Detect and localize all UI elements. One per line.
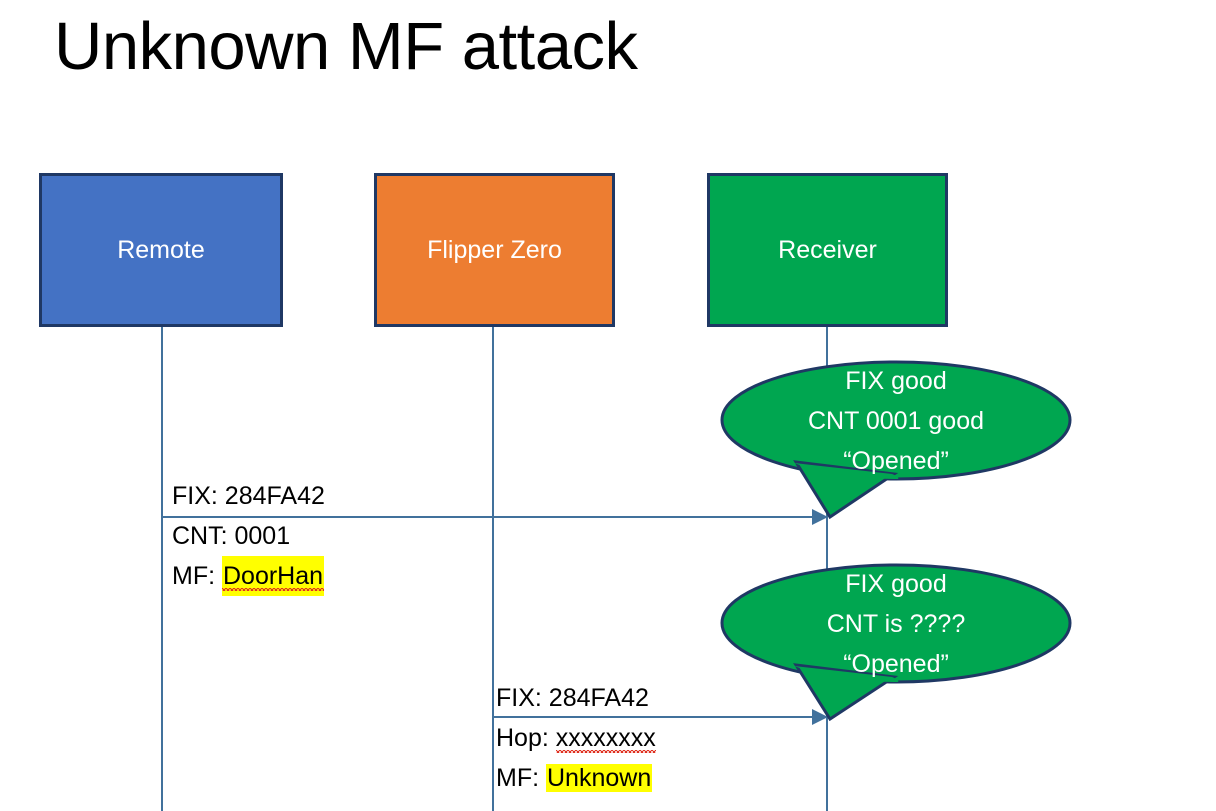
lifeline-remote xyxy=(161,327,163,811)
message-2-line-2: Hop: xxxxxxxx xyxy=(496,718,656,758)
message-1-line-2-key: CNT: xyxy=(172,522,235,550)
message-1-line-3-value: DoorHan xyxy=(222,556,325,596)
message-arrow-2-line xyxy=(493,716,820,718)
actor-label-receiver: Receiver xyxy=(778,235,877,264)
message-arrow-2-head-icon xyxy=(812,709,828,725)
page-title: Unknown MF attack xyxy=(54,9,638,84)
message-label-block-1: FIX: 284FA42 CNT: 0001 MF: DoorHan xyxy=(172,476,325,596)
message-2-line-2-key: Hop: xyxy=(496,724,556,752)
message-1-line-2-value: 0001 xyxy=(234,522,291,550)
message-2-line-1-value: 284FA42 xyxy=(548,684,649,712)
message-1-line-1-key: FIX: xyxy=(172,482,225,510)
message-2-line-3-value: Unknown xyxy=(546,764,653,792)
message-label-block-2: FIX: 284FA42 Hop: xxxxxxxx MF: Unknown xyxy=(496,678,656,798)
actor-box-flipper[interactable]: Flipper Zero xyxy=(374,173,615,327)
message-1-line-2: CNT: 0001 xyxy=(172,516,325,556)
message-2-line-1-key: FIX: xyxy=(496,684,549,712)
callout-bubble-2: FIX good CNT is ???? “Opened” xyxy=(720,563,1072,722)
message-2-line-1: FIX: 284FA42 xyxy=(496,678,656,718)
message-1-line-3-key: MF: xyxy=(172,562,222,590)
actor-label-remote: Remote xyxy=(117,235,205,264)
actor-box-receiver[interactable]: Receiver xyxy=(707,173,948,327)
message-2-line-3: MF: Unknown xyxy=(496,758,656,798)
message-arrow-1-line xyxy=(162,516,820,518)
message-1-line-1: FIX: 284FA42 xyxy=(172,476,325,516)
callout-bubble-1: FIX good CNT 0001 good “Opened” xyxy=(720,360,1072,520)
callout-bubble-2-shape xyxy=(720,563,1072,722)
message-1-line-3: MF: DoorHan xyxy=(172,556,325,596)
callout-bubble-1-shape xyxy=(720,360,1072,520)
message-1-line-1-value: 284FA42 xyxy=(224,482,325,510)
message-arrow-1-head-icon xyxy=(812,509,828,525)
actor-box-remote[interactable]: Remote xyxy=(39,173,283,327)
lifeline-flipper xyxy=(492,327,494,811)
message-2-line-3-key: MF: xyxy=(496,764,546,792)
message-2-line-2-value: xxxxxxxx xyxy=(555,718,656,758)
actor-label-flipper: Flipper Zero xyxy=(427,235,562,264)
